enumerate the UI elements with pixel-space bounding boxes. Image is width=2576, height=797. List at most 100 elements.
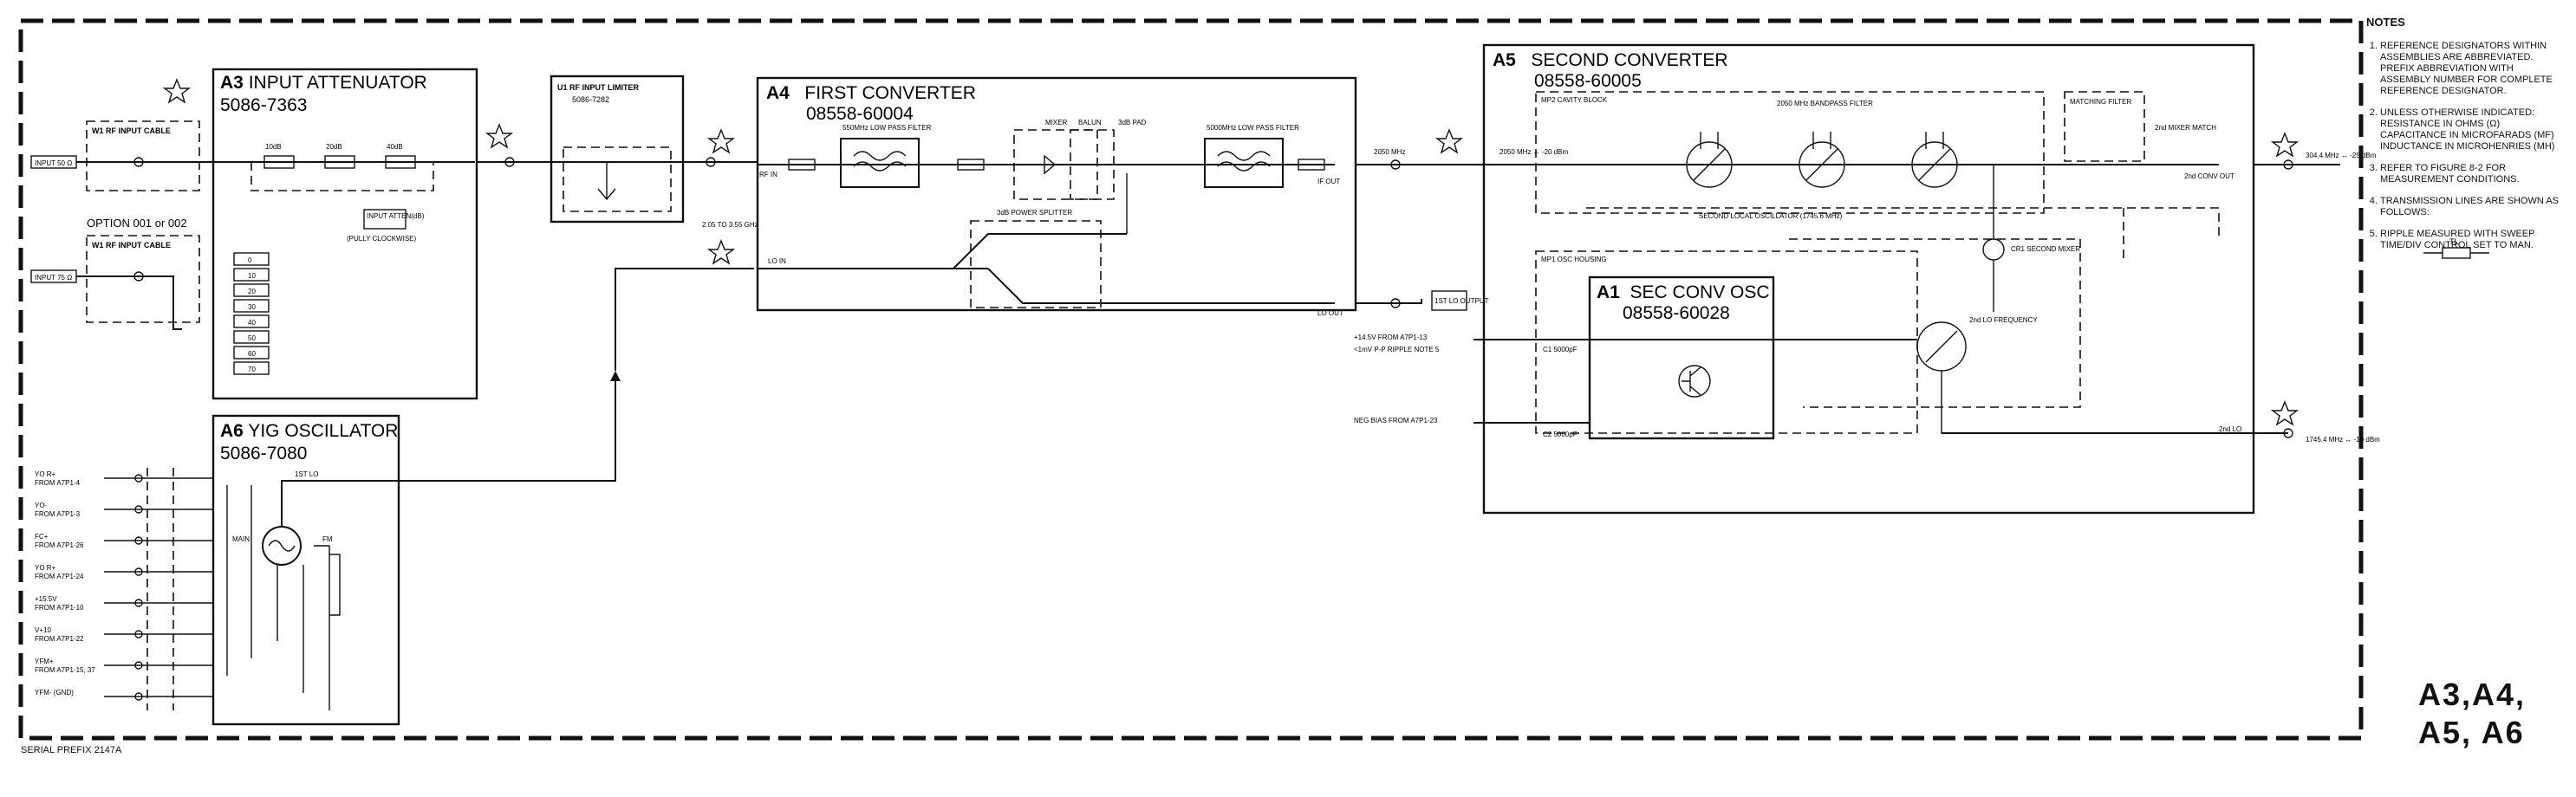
cavity-block-box <box>1535 91 2045 214</box>
yig-input-source: FROM A7P1-15, 37 <box>35 666 95 674</box>
u1-inner <box>563 146 672 212</box>
atten-step-box <box>233 330 270 344</box>
connector-w2 <box>1390 298 1401 308</box>
atten-step-box <box>233 283 270 297</box>
atten-knob-box <box>363 209 407 230</box>
resonator-leads <box>1925 132 1944 149</box>
yig-lo-label: 1ST LO <box>295 470 318 478</box>
yig-input-connector <box>134 692 143 701</box>
lpf-5000-label: 5000MHz LOW PASS FILTER <box>1207 124 1299 132</box>
splitter-box <box>970 220 1102 308</box>
atten-knob-note: (PULLY CLOCKWISE) <box>347 235 417 243</box>
a4-rf-in: RF IN <box>759 171 777 178</box>
w1-cable-box <box>86 120 200 191</box>
input-50-label: INPUT 50 Ω <box>35 159 72 167</box>
a4-title: A4 FIRST CONVERTER <box>766 83 976 103</box>
bias-neg-label: NEG BIAS FROM A7P1-23 <box>1354 417 1438 424</box>
yig-input-label: YO R+ <box>35 564 56 572</box>
atten-step-box <box>233 346 270 360</box>
balun-box <box>1070 129 1115 200</box>
ist-lo-output-label: 1ST LO OUTPUT <box>1434 297 1489 305</box>
a4-tl-1 <box>788 159 816 171</box>
yig-main-label: MAIN <box>232 535 250 543</box>
yig-input-connector <box>134 599 143 607</box>
yig-input-connector <box>134 567 143 576</box>
atten-step-label: 60 <box>248 350 256 358</box>
connector-w5 <box>1390 159 1401 170</box>
w1-cable-label-option: W1 RF INPUT CABLE <box>92 241 171 249</box>
yig-sine <box>268 540 296 552</box>
lpf-550-symbol <box>853 151 907 172</box>
yig-input-connector <box>134 661 143 670</box>
a4-if-out: IF OUT <box>1317 178 1340 185</box>
pad-40db: 40dB <box>387 143 403 151</box>
connector-w6 <box>2283 159 2293 170</box>
diagram-border <box>18 18 2364 741</box>
serial-prefix: SERIAL PREFIX 2147A <box>21 745 122 755</box>
a5-lo-out-freq: 1745.4 MHz ↔ -10 dBm <box>2306 436 2380 444</box>
pad-10db: 10dB <box>265 143 282 151</box>
a4-lo-freq: 2.05 TO 3.55 GHz <box>702 221 758 229</box>
a5-lo-out-label: 2nd LO <box>2219 425 2241 433</box>
resonator-tuning-arrow <box>1693 148 1726 181</box>
a5-resonators <box>1686 132 1958 188</box>
osc-housing-box <box>1535 250 1918 434</box>
lo-arrow <box>610 371 621 381</box>
mixer-label: MIXER <box>1045 119 1068 126</box>
yig-input-source: FROM A7P1-22 <box>35 635 84 643</box>
w1-cable-label: W1 RF INPUT CABLE <box>92 126 171 135</box>
a4-part: 08558-60004 <box>806 104 914 124</box>
pad-label: 3dB PAD <box>1118 119 1147 126</box>
atten-step-box <box>233 314 270 328</box>
a4-if-freq: 2050 MHz <box>1374 148 1405 156</box>
mixer-diode <box>1044 154 1057 175</box>
note-item: RIPPLE MEASURED WITH SWEEP TIME/DIV CONT… <box>2380 229 2566 251</box>
lpf-550-label: 550MHz LOW PASS FILTER <box>842 124 932 132</box>
u1-box <box>550 75 685 224</box>
bandpass-resonator <box>1799 141 1845 188</box>
second-lo-dash <box>1586 207 2220 260</box>
notes-panel: NOTES REFERENCE DESIGNATORS WITHIN ASSEM… <box>2366 16 2566 262</box>
yig-bus <box>226 485 330 710</box>
a4-tl-2 <box>957 159 985 171</box>
notes-heading: NOTES <box>2366 16 2405 29</box>
splitter-label: 3dB POWER SPLITTER <box>997 209 1072 217</box>
yig-input-source: FROM A7P1-26 <box>35 541 84 549</box>
a3-title: A3 INPUT ATTENUATOR <box>220 73 427 93</box>
lo-out-wire <box>1356 299 1422 304</box>
connector-w1-opt <box>133 271 144 282</box>
note-item: UNLESS OTHERWISE INDICATED: RESISTANCE I… <box>2380 107 2566 152</box>
atten-step-box <box>233 252 270 266</box>
yig-input-source: FROM A7P1-10 <box>35 604 84 612</box>
option-label: OPTION 001 or 002 <box>87 217 187 230</box>
lpf-5000 <box>1204 138 1284 188</box>
a4-box <box>756 76 1357 312</box>
resonator-tuning-arrow <box>1805 148 1838 181</box>
a5-if-out-label: 2nd CONV OUT <box>2184 172 2234 180</box>
ist-lo-output-box <box>1431 290 1467 311</box>
u1-part: 5086-7282 <box>572 95 609 104</box>
assembly-corner-label: A3,A4, A5, A6 <box>2418 676 2526 752</box>
a6-title: A6 YIG OSCILLATOR <box>220 421 398 441</box>
a1-part: 08558-60028 <box>1623 303 1730 323</box>
yig-fm-label: FM <box>322 535 333 543</box>
notes-list: REFERENCE DESIGNATORS WITHIN ASSEMBLIES … <box>2366 41 2566 251</box>
a5-title: A5 SECOND CONVERTER <box>1493 50 1728 70</box>
yig-input-label: YO R+ <box>35 470 56 478</box>
resonator-tuning-arrow <box>1918 148 1951 181</box>
yig-input-label: YFM- (GND) <box>35 689 74 697</box>
tl-legend-label: TL <box>2449 237 2459 246</box>
atten-step-box <box>233 268 270 282</box>
c2-label: C2 5000pF <box>1543 431 1577 438</box>
lo-route-wire-up <box>615 268 754 371</box>
atten-step-label: 70 <box>248 366 256 373</box>
a1-title: A1 SEC CONV OSC <box>1597 282 1770 302</box>
a5-inner-dash <box>1789 238 2081 408</box>
lpf-550 <box>840 138 920 188</box>
a4-lo-in: LO IN <box>768 257 786 265</box>
atten-step-label: 30 <box>248 303 256 311</box>
input-75-label: INPUT 75 Ω <box>35 274 72 282</box>
bandpass-resonator <box>1911 141 1958 188</box>
atten-step-label: 40 <box>248 319 256 327</box>
